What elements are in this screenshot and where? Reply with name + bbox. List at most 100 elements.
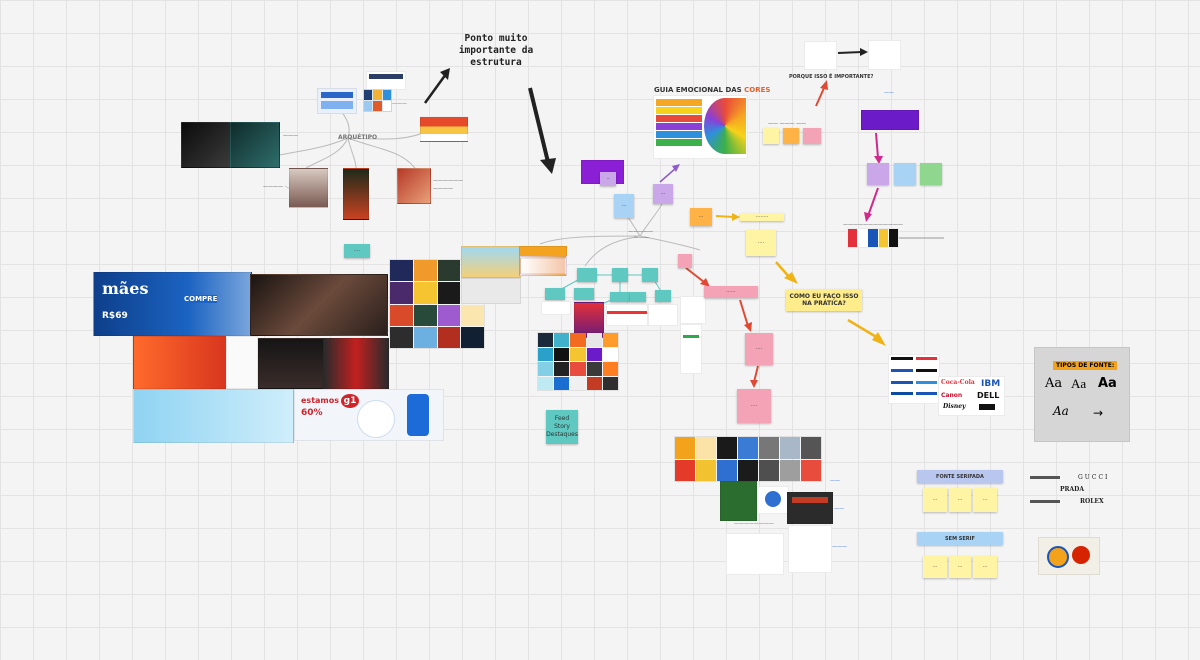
fonte-serifada-header[interactable]: FONTE SERIFADA <box>917 470 1003 483</box>
screenshot-blue-character[interactable] <box>757 486 789 514</box>
sticky-sans-2[interactable]: ··· <box>949 556 971 578</box>
teal-node-4[interactable] <box>545 288 565 300</box>
brands-logo-grid[interactable]: Coca-Cola IBM Canon DELL Disney <box>938 376 1005 416</box>
link-caption[interactable]: —— <box>884 90 894 96</box>
screenshot-shop-top[interactable] <box>366 71 406 90</box>
collage-posts[interactable] <box>537 332 619 391</box>
pink-node[interactable] <box>678 254 692 268</box>
teal-node-7[interactable] <box>630 292 646 302</box>
screenshot-green-game[interactable] <box>720 481 757 521</box>
teal-node-3[interactable] <box>642 268 658 282</box>
logo-strip[interactable] <box>847 228 899 248</box>
photo-fashion-black[interactable] <box>181 122 231 168</box>
link-small-1[interactable]: —— <box>830 478 840 484</box>
ad-heading: mães <box>102 279 149 298</box>
sticky-sans-3[interactable]: ··· <box>973 556 997 578</box>
sem-serif-header[interactable]: SEM SERIF <box>917 532 1003 545</box>
sticky-yellow-label[interactable]: ········ <box>740 213 784 221</box>
sticky-pink-label[interactable]: ······ <box>704 286 758 298</box>
sticky-purple-right[interactable] <box>867 163 889 185</box>
sticky-blue-center[interactable]: ··· <box>614 194 634 218</box>
screenshot-form[interactable] <box>541 301 571 315</box>
photo-red-outfits[interactable] <box>323 338 389 389</box>
teal-node-2[interactable] <box>612 268 628 282</box>
sticky-pink-mid[interactable]: ···· <box>745 333 773 365</box>
screenshot-brand-page[interactable] <box>317 88 357 114</box>
collage-mickey[interactable] <box>726 533 784 575</box>
link-label[interactable]: ——— <box>392 101 407 107</box>
ad-banner-maes[interactable]: mães COMPRE R$69 <box>93 272 252 336</box>
logo-ibm: IBM <box>981 379 1001 389</box>
logo-left-2 <box>1030 500 1060 503</box>
sticky-orange-center[interactable]: ··· <box>690 208 712 226</box>
teal-node-1[interactable] <box>577 268 597 282</box>
text-lines: —————— <box>433 178 463 184</box>
screenshot-website[interactable] <box>226 336 258 389</box>
teal-node-6[interactable] <box>610 292 630 302</box>
screenshot-dark-web[interactable] <box>787 492 833 524</box>
sticky-green-right[interactable] <box>920 163 942 185</box>
sticky-yellow-mid[interactable]: ···· <box>746 230 776 256</box>
screenshot-car[interactable] <box>461 278 521 304</box>
g1-percent: 60% <box>301 408 323 418</box>
sticky-pink-low[interactable]: ···· <box>737 389 771 423</box>
photo-food-collage[interactable] <box>397 168 431 204</box>
sticky-purple-2[interactable]: ··· <box>653 184 673 204</box>
collage-sketches[interactable] <box>788 525 832 573</box>
sticky-blue-right[interactable] <box>894 163 916 185</box>
banner-lollipop[interactable] <box>133 389 294 443</box>
phone-mock <box>407 394 429 436</box>
ad-sub: COMPRE <box>184 295 218 303</box>
guide-title-prefix: GUIA EMOCIONAL DAS <box>654 86 745 94</box>
photo-fashion-man[interactable] <box>230 122 280 168</box>
screenshot-beach[interactable] <box>461 246 521 278</box>
font-sample-bold: Aa <box>1098 376 1117 391</box>
luxury-logos[interactable]: GUCCI PRADA ROLEX <box>1030 474 1110 508</box>
photo-room[interactable] <box>289 168 328 208</box>
collage-cartoons[interactable] <box>674 436 822 482</box>
sticky-purple-center[interactable]: ·· <box>600 172 616 186</box>
photo-hands[interactable] <box>250 274 388 336</box>
doc-thumbnail-1[interactable] <box>804 41 837 70</box>
photo-dark-woman[interactable] <box>258 338 326 389</box>
screenshot-people[interactable] <box>520 258 566 274</box>
sticky-serif-3[interactable]: ··· <box>973 488 997 512</box>
logo-canon: Canon <box>941 392 963 399</box>
link-cartoon-1[interactable]: ———————— <box>734 521 774 527</box>
screenshot-table[interactable] <box>606 304 648 326</box>
banner-g1-promo[interactable]: estamos g1 60% <box>294 389 444 441</box>
color-guide-title: GUIA EMOCIONAL DAS CORES <box>654 86 770 94</box>
photo-smiling-woman[interactable] <box>133 336 227 389</box>
burger-king-logos[interactable] <box>1038 537 1100 575</box>
teal-node-8[interactable] <box>655 290 671 302</box>
arrow-icon: → <box>1093 406 1104 420</box>
collage-social[interactable] <box>574 302 604 338</box>
sticky-serif-2[interactable]: ··· <box>949 488 971 512</box>
link-small-3[interactable]: ——— <box>832 544 847 550</box>
tipos-de-fonte-card[interactable]: TIPOS DE FONTE: Aa Aa Aa Aa → <box>1034 347 1130 442</box>
doc-thumbnail-2[interactable] <box>868 40 901 70</box>
purple-banner[interactable] <box>861 110 919 130</box>
sticky-sans-1[interactable]: ··· <box>923 556 947 578</box>
screenshot-food-banner[interactable] <box>420 116 468 142</box>
color-guide-chart[interactable] <box>653 95 748 159</box>
screenshot-mobile[interactable] <box>680 296 706 324</box>
headline-note[interactable]: Ponto muito importante da estrutura <box>458 33 534 68</box>
screenshot-list[interactable] <box>648 304 678 326</box>
sticky-yellow-top[interactable] <box>763 128 779 144</box>
sticky-serif-1[interactable]: ··· <box>923 488 947 512</box>
teal-node-5[interactable] <box>574 288 594 300</box>
sticky-pink-top[interactable] <box>803 128 821 144</box>
pratica-question[interactable]: COMO EU FAÇO ISSO NA PRÁTICA? <box>786 289 862 311</box>
sticky-teal-small[interactable]: ···· <box>344 244 370 258</box>
polar-bear-illustration <box>357 400 395 438</box>
screenshot-shop-grid[interactable] <box>363 89 392 112</box>
brands-logo-wall[interactable] <box>888 354 940 404</box>
small-caption: ——— <box>283 133 298 139</box>
photo-cover[interactable] <box>343 168 369 220</box>
feed-story-note[interactable]: Feed Story Destaques <box>546 410 578 444</box>
screenshot-mobile-2[interactable] <box>680 324 702 374</box>
logo-extra <box>979 404 995 410</box>
link-small-2[interactable]: —— <box>834 506 844 512</box>
sticky-orange-top[interactable] <box>783 128 799 144</box>
